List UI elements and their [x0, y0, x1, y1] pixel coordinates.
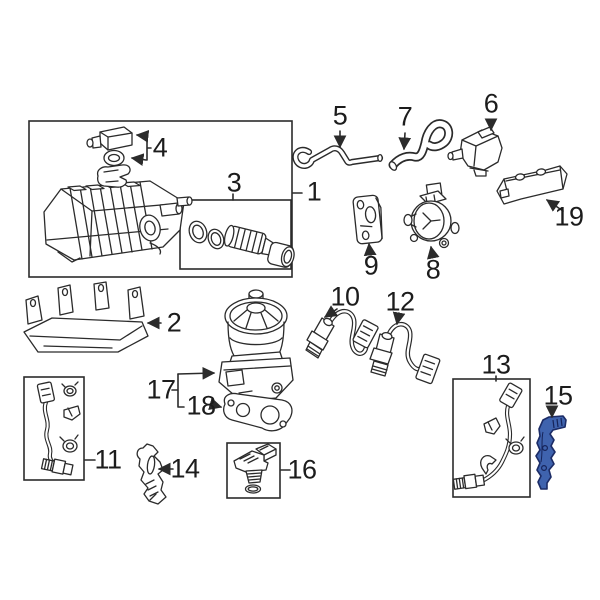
callout-3[interactable]: 3 [226, 167, 242, 198]
group-box-part1 [28, 120, 293, 278]
callout-18[interactable]: 18 [186, 390, 216, 421]
callout-16[interactable]: 16 [287, 454, 317, 485]
callout-9[interactable]: 9 [363, 250, 379, 281]
callout-10[interactable]: 10 [330, 281, 360, 312]
group-box-part11 [23, 376, 85, 481]
part-bracket-14[interactable] [136, 443, 167, 505]
part-valve-kit[interactable] [186, 219, 296, 269]
callout-2[interactable]: 2 [166, 307, 182, 338]
part-valve-6[interactable] [447, 126, 503, 177]
part-egr-gasket-18[interactable] [223, 392, 293, 432]
callout-8[interactable]: 8 [425, 254, 441, 285]
part-map-sensor-16[interactable] [233, 443, 277, 494]
callout-7[interactable]: 7 [397, 101, 413, 132]
part-oxygen-sensor-12[interactable] [369, 321, 441, 385]
part-bracket-19[interactable] [496, 165, 568, 205]
part-canister[interactable] [43, 180, 193, 263]
part-sensor-kit-13[interactable] [452, 382, 525, 490]
group-box-part13 [452, 378, 531, 498]
callout-4[interactable]: 4 [152, 132, 168, 163]
part-plate-9[interactable] [352, 194, 385, 245]
part-canister-bracket[interactable] [23, 281, 149, 353]
part-sensor-kit-11[interactable] [36, 381, 81, 476]
part-oxygen-sensor-10[interactable] [305, 308, 379, 359]
callout-15[interactable]: 15 [543, 380, 573, 411]
part-canister-clip[interactable] [96, 164, 131, 188]
callout-12[interactable]: 12 [385, 286, 415, 317]
part-grommet[interactable] [103, 149, 125, 167]
callout-11[interactable]: 11 [94, 444, 122, 475]
part-hose-5[interactable] [292, 145, 384, 169]
part-valve-8[interactable] [403, 182, 460, 249]
part-bracket-15-highlighted[interactable] [535, 415, 567, 490]
callout-leader-lines [84, 118, 564, 476]
callout-1[interactable]: 1 [306, 176, 322, 207]
callout-5[interactable]: 5 [332, 100, 348, 131]
part-hose-7[interactable] [388, 119, 454, 172]
part-egr-valve-17[interactable] [218, 289, 294, 402]
part-canister-sensor[interactable] [86, 126, 133, 151]
callout-13[interactable]: 13 [481, 349, 511, 380]
group-box-part3 [179, 199, 292, 270]
callout-19[interactable]: 19 [554, 201, 584, 232]
group-box-part16 [226, 442, 281, 499]
callout-6[interactable]: 6 [483, 88, 499, 119]
callout-17[interactable]: 17 [146, 374, 176, 405]
callout-14[interactable]: 14 [170, 453, 200, 484]
